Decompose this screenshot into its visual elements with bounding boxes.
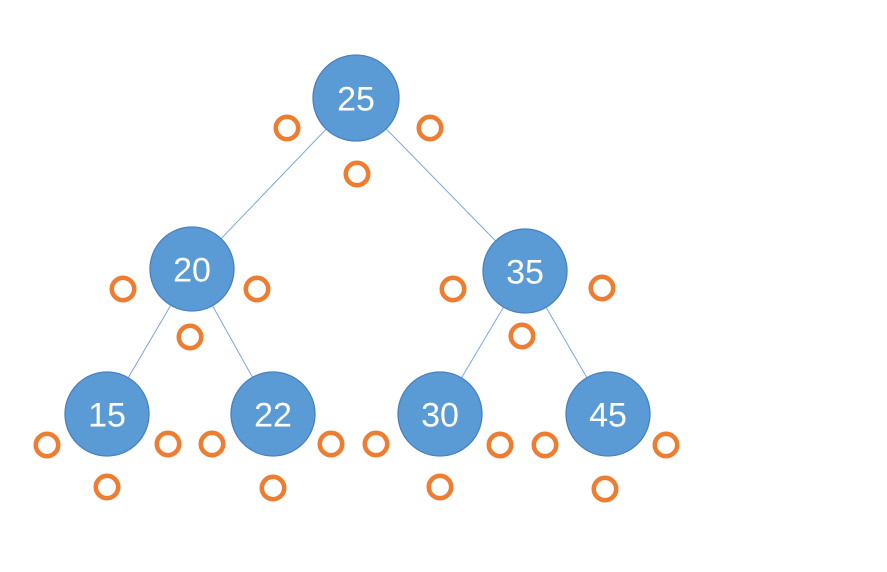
slot-marker-9 [33,431,61,459]
slot-marker-7 [588,274,616,302]
tree-node-label-45: 45 [589,396,627,434]
slot-marker-15 [362,430,390,458]
tree-node-label-20: 20 [173,251,211,289]
tree-node-15: 15 [64,371,150,457]
slot-marker-18 [531,431,559,459]
tree-node-45: 45 [565,371,651,457]
tree-node-label-22: 22 [254,396,292,434]
tree-node-20: 20 [149,226,235,312]
slot-marker-6 [439,275,467,303]
tree-node-35: 35 [482,228,568,314]
tree-node-circle-30 [397,371,483,457]
slot-marker-20 [591,475,619,503]
tree-node-circle-45 [565,371,651,457]
slot-marker-19 [652,431,680,459]
tree-node-30: 30 [397,371,483,457]
slot-marker-2 [343,160,371,188]
slot-marker-11 [93,473,121,501]
tree-node-circle-15 [64,371,150,457]
slot-marker-14 [259,474,287,502]
tree-node-circle-22 [230,371,316,457]
slot-marker-17 [426,473,454,501]
slot-marker-16 [486,431,514,459]
slot-marker-13 [317,430,345,458]
tree-node-25: 25 [312,54,400,142]
tree-node-22: 22 [230,371,316,457]
slot-marker-4 [243,275,271,303]
slot-marker-1 [416,114,444,142]
slot-marker-3 [109,275,137,303]
tree-node-label-25: 25 [337,80,375,118]
tree-node-circle-35 [482,228,568,314]
tree-node-circle-20 [149,226,235,312]
slot-marker-5 [176,323,204,351]
tree-node-label-15: 15 [88,396,126,434]
slot-marker-8 [508,322,536,350]
slot-marker-10 [154,430,182,458]
tree-node-label-35: 35 [506,253,544,291]
slot-marker-0 [273,114,301,142]
tree-node-label-30: 30 [421,396,459,434]
tree-node-circle-25 [312,54,400,142]
slot-marker-12 [198,430,226,458]
